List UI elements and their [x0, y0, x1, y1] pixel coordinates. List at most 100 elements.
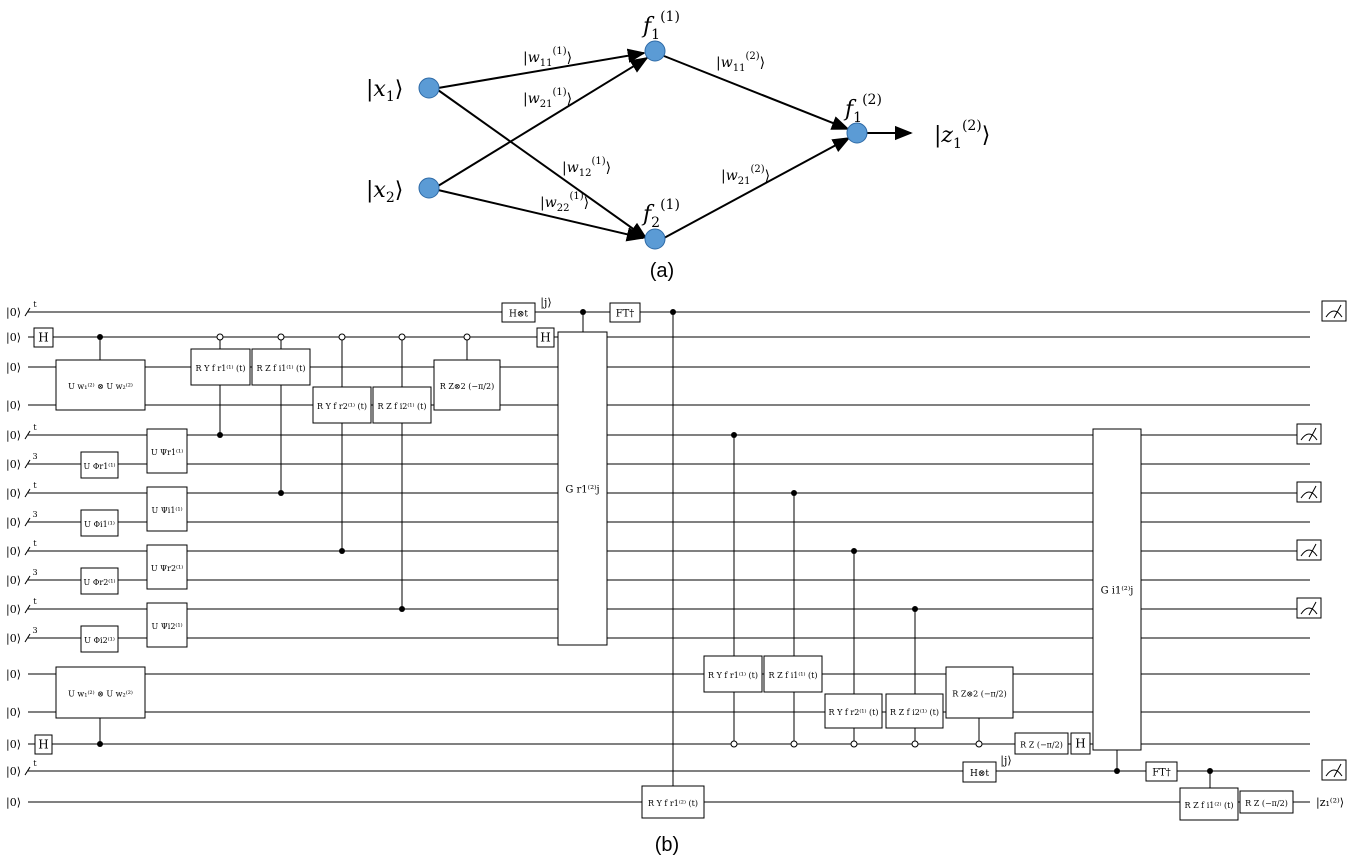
measure-15-needle [1333, 763, 1342, 778]
label-output: |z1(2)⟩ [934, 118, 990, 152]
node-x2 [418, 177, 440, 199]
ry-r1-gate-label: R Y f r1⁽¹⁾ (t) [196, 364, 246, 373]
uw-gate-top [55, 359, 146, 411]
wire-label-12: |0⟩ [6, 668, 21, 682]
ft-gate-bottom-label: FT† [1152, 768, 1171, 779]
uphi-i2-gate-label: U Φi2⁽¹⁾ [84, 636, 115, 645]
register-slash [24, 604, 31, 614]
h-gate-ancilla-top-label: H [540, 331, 550, 345]
wire-label-2: |0⟩ [6, 361, 21, 375]
control-dot [731, 432, 737, 438]
caption-b: (b) [655, 834, 679, 856]
ry-r1-gate-b [703, 655, 763, 693]
edge-label-w11-2: |w11(2)⟩ [716, 51, 765, 74]
measure-10-arc [1300, 607, 1318, 615]
measure-8-needle [1308, 543, 1317, 558]
ry-r1-gate [190, 348, 251, 386]
edge-x1-f11 [437, 48, 646, 89]
control-dot [851, 548, 857, 554]
register-size: 3 [32, 452, 37, 461]
wire-label-7: |0⟩ [6, 516, 21, 530]
uphi-i1-gate [80, 509, 119, 537]
wire-label-14: |0⟩ [6, 738, 21, 752]
measure-4-arc [1300, 433, 1318, 441]
rz2-gate-top [433, 359, 501, 411]
wire-label-5: |0⟩ [6, 458, 21, 472]
label-x2: |x2⟩ [366, 178, 403, 206]
control-dot [791, 490, 797, 496]
ft-gate-bottom [1145, 761, 1178, 782]
register-size: 3 [32, 626, 37, 635]
open-control [338, 333, 346, 341]
rz2-gate-bottom-label: R Z⊗2 (−π/2) [952, 690, 1006, 699]
ry-r1-2-gate-label: R Y f r1⁽²⁾ (t) [648, 799, 698, 808]
h-gate-bottom-label: H [38, 738, 48, 752]
measure-10-needle [1308, 601, 1317, 616]
rz-i1-2-gate [1179, 787, 1239, 821]
wire-label-10: |0⟩ [6, 603, 21, 617]
output-ket: |z₁⁽²⁾⟩ [1316, 796, 1344, 810]
register-size: 3 [32, 568, 37, 577]
uw-gate-bottom [55, 666, 146, 719]
register-slash [24, 633, 31, 643]
g-r1-control [580, 309, 586, 315]
control-dot [278, 490, 284, 496]
rz2-gate-top-label: R Z⊗2 (−π/2) [440, 382, 494, 391]
h-tensor-gate-top-label: H⊗t [509, 310, 528, 320]
label-f12: f1(2) [843, 92, 882, 126]
g-r1-gate-label: G r1⁽²⁾j [565, 485, 599, 496]
uphi-i2-gate [80, 625, 119, 653]
register-slash [24, 430, 31, 440]
node-f21 [644, 228, 666, 250]
g-i1-gate-label: G i1⁽²⁾j [1101, 586, 1134, 597]
edge-label-w21-1: |w21(1)⟩ [523, 87, 572, 110]
register-slash [24, 546, 31, 556]
open-control [216, 333, 224, 341]
h-gate-top [33, 327, 54, 348]
measure-6-arc [1300, 491, 1318, 499]
rz-i1-gate-b-label: R Z f i1⁽¹⁾ (t) [769, 671, 818, 680]
open-control [850, 740, 858, 748]
uphi-r2-gate-label: U Φr2⁽¹⁾ [84, 578, 116, 587]
wire-label-16: |0⟩ [6, 796, 21, 810]
register-size: t [33, 597, 37, 606]
rz-i2-gate-label: R Z f i2⁽¹⁾ (t) [378, 402, 427, 411]
measure-0-arc [1325, 310, 1343, 318]
open-control [730, 740, 738, 748]
register-slash [24, 307, 31, 317]
ket-j-top: |j⟩ [540, 296, 551, 310]
open-control [277, 333, 285, 341]
wire-label-13: |0⟩ [6, 706, 21, 720]
ry-r2-gate-b-label: R Y f r2⁽¹⁾ (t) [829, 708, 879, 717]
ry-r1-2-control [670, 309, 676, 315]
register-slash [24, 575, 31, 585]
register-slash [24, 459, 31, 469]
register-size: t [33, 759, 37, 768]
wire-label-8: |0⟩ [6, 545, 21, 559]
edge-label-w22-1: |w22(1)⟩ [540, 191, 589, 214]
register-size: t [33, 300, 37, 309]
rz-pi2-gate-out-label: R Z (−π/2) [1245, 799, 1288, 808]
register-slash [24, 517, 31, 527]
edge-label-w12-1: |w12(1)⟩ [562, 156, 611, 179]
wire-label-15: |0⟩ [6, 765, 21, 779]
caption-a: (a) [650, 260, 674, 282]
register-slash [24, 766, 31, 776]
control-dot [912, 606, 918, 612]
open-control [398, 333, 406, 341]
node-f11 [644, 40, 666, 62]
g-i1-control [1114, 768, 1120, 774]
label-f21: f2(1) [641, 197, 680, 231]
register-slash [24, 488, 31, 498]
rz-i1-gate-b [763, 655, 823, 693]
measure-8-arc [1300, 549, 1318, 557]
network-diagram: |x1⟩ |x2⟩ f1(1) f2(1) f1(2) |z1(2)⟩ |w11… [366, 9, 990, 250]
g-i1-gate [1092, 428, 1142, 751]
measure-6-needle [1308, 485, 1317, 500]
node-x1 [418, 77, 440, 99]
rz-i1-gate-label: R Z f i1⁽¹⁾ (t) [257, 364, 306, 373]
upsi-i2-gate [146, 602, 188, 648]
uw-gate-top-label: U w₁⁽²⁾ ⊗ U w₂⁽²⁾ [68, 382, 133, 391]
control-dot [217, 432, 223, 438]
rz-i1-2-control [1207, 768, 1213, 774]
